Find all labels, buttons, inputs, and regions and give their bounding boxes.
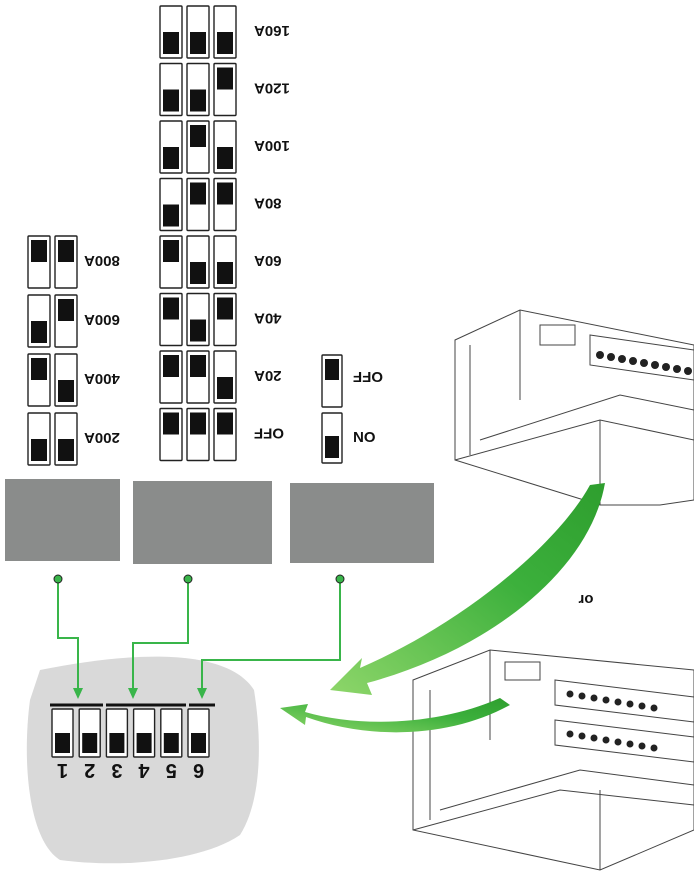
setting-label: 120A xyxy=(254,80,290,97)
dip-switch xyxy=(132,708,156,758)
switch-number: 1 xyxy=(57,759,68,781)
dip-backdrop xyxy=(26,656,259,864)
setting-label: 40A xyxy=(254,310,282,327)
dip-switch xyxy=(187,708,210,758)
dip-switch xyxy=(213,5,237,59)
dip-switch xyxy=(159,235,183,289)
dip-switch xyxy=(186,235,210,289)
setting-label: OFF xyxy=(254,425,284,442)
setting-label: 600A xyxy=(84,311,120,328)
setting-label: 100A xyxy=(254,137,290,154)
setting-label: 80A xyxy=(254,195,282,212)
terminal-row-upper xyxy=(596,351,692,375)
dip-switch xyxy=(186,120,210,174)
dip-switch xyxy=(105,708,129,758)
dip-switch xyxy=(160,708,183,758)
legend-off-label: OFF xyxy=(353,368,383,385)
arrow-from-lower-device xyxy=(280,698,510,733)
dip-switch xyxy=(51,708,74,758)
dip-switch xyxy=(159,62,183,117)
dip-switch xyxy=(213,350,237,404)
device-lower xyxy=(412,649,694,871)
dip-switch xyxy=(27,353,51,407)
arrow-from-upper-device xyxy=(330,483,605,695)
dip-switch xyxy=(159,407,183,462)
panel-c xyxy=(290,483,434,563)
legend-on-label: ON xyxy=(353,428,376,445)
legend-off-switch xyxy=(321,354,343,408)
or-label: or xyxy=(578,591,593,608)
dip-switch xyxy=(78,708,101,758)
connection-wires xyxy=(53,574,345,699)
switch-group-a: 800A 600A 400A 200A xyxy=(27,235,120,466)
switch-number: 5 xyxy=(166,759,177,781)
switch-number: 2 xyxy=(84,759,95,781)
dip-switch xyxy=(159,350,183,404)
setting-label: 400A xyxy=(84,370,120,387)
dip-switch xyxy=(213,177,237,232)
dip-switch xyxy=(54,235,78,289)
setting-label: 20A xyxy=(254,367,282,384)
setting-label: 800A xyxy=(84,252,120,269)
terminal-rows-lower xyxy=(566,690,658,752)
dip-switch xyxy=(186,177,210,232)
dip-switch xyxy=(186,407,210,462)
switch-number: 3 xyxy=(111,759,122,781)
dip-switch xyxy=(186,62,210,117)
dip-switch xyxy=(54,353,78,407)
dip-switch xyxy=(186,5,210,59)
dip-switch xyxy=(159,177,183,232)
setting-label: 200A xyxy=(84,429,120,446)
panel-a xyxy=(5,479,120,561)
dip-switch xyxy=(27,412,51,466)
dip-switch xyxy=(213,407,237,462)
device-upper xyxy=(454,309,694,506)
dip-switch xyxy=(27,235,51,289)
setting-label: 160A xyxy=(254,22,290,39)
dip-switch xyxy=(186,350,210,404)
setting-label: 60A xyxy=(254,252,282,269)
dip-switch xyxy=(186,292,210,347)
dip-switch xyxy=(54,412,78,466)
switch-group-b: 160A 120A 100A 80A 60A 40A 20A OFF xyxy=(159,5,290,462)
dip-switch xyxy=(159,120,183,174)
dip-switch xyxy=(213,62,237,117)
switch-number: 4 xyxy=(138,759,150,781)
switch-number: 6 xyxy=(193,759,204,781)
dip-switch xyxy=(213,235,237,289)
legend-on-switch xyxy=(321,412,343,464)
dip-switch xyxy=(213,292,237,347)
dip-switch xyxy=(159,5,183,59)
dip-switch xyxy=(27,294,51,348)
dip-switch xyxy=(54,294,78,348)
dip-switch xyxy=(159,292,183,347)
dip-switch xyxy=(213,120,237,174)
panel-b xyxy=(133,481,272,564)
